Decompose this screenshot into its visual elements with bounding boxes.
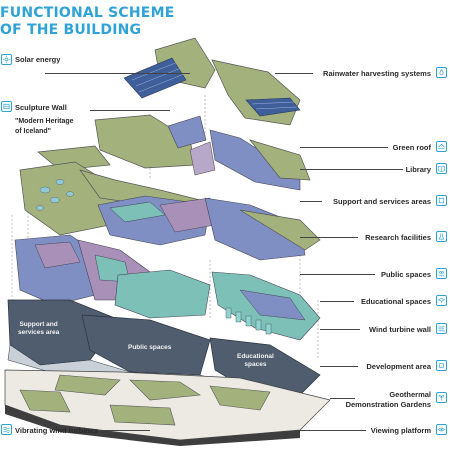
level-four xyxy=(14,234,321,341)
leader-development xyxy=(320,366,358,367)
roof-level-top xyxy=(123,37,301,126)
sculpture-note-line-1: "Modern Heritage xyxy=(15,118,74,125)
landscape-base xyxy=(4,369,331,446)
rainwater-icon xyxy=(436,67,447,78)
legend-library: Library xyxy=(405,165,431,174)
roof-level-green xyxy=(37,114,311,191)
sun-icon xyxy=(1,54,12,65)
legend-geothermal-line-1: Geothermal xyxy=(389,390,431,399)
plant-icon xyxy=(436,392,447,403)
leader-support xyxy=(300,201,322,202)
leader-green-roof xyxy=(300,147,388,148)
legend-public-spaces: Public spaces xyxy=(380,270,431,279)
leader-wind-wall xyxy=(320,329,360,330)
legend-wind-turbine-wall: Wind turbine wall xyxy=(368,325,431,334)
plan-label-educational-line-1: Educational xyxy=(237,353,274,360)
education-icon xyxy=(436,295,447,306)
sculpture-note-line-2: of Iceland" xyxy=(15,128,51,135)
legend-development-area: Development area xyxy=(366,362,431,371)
leader-geothermal xyxy=(330,398,355,399)
plan-label-support: Support and services area xyxy=(18,321,59,337)
leader-educational xyxy=(320,301,354,302)
wind-icon xyxy=(436,323,447,334)
leader-vibrating xyxy=(90,430,150,431)
leader-rainwater xyxy=(275,73,313,74)
leader-viewing xyxy=(300,430,366,431)
waves-icon xyxy=(1,424,12,435)
plan-label-educational: Educational spaces xyxy=(237,353,274,369)
leader-sculpture xyxy=(90,110,170,111)
legend-support-services: Support and services areas xyxy=(333,197,431,206)
sculpture-wall-icon xyxy=(1,101,12,112)
legend-research: Research facilities xyxy=(365,233,431,242)
plan-label-public: Public spaces xyxy=(128,344,172,351)
legend-viewing-platform: Viewing platform xyxy=(370,426,431,435)
page-title: FUNCTIONAL SCHEME OF THE BUILDING xyxy=(0,5,174,39)
legend-geothermal-line-2: Demonstration Gardens xyxy=(345,400,431,409)
level-three xyxy=(19,161,321,261)
leader-solar xyxy=(45,73,190,74)
legend-educational-spaces: Educational spaces xyxy=(360,297,431,306)
people-icon xyxy=(436,268,447,279)
legend-rainwater: Rainwater harvesting systems xyxy=(323,69,431,78)
plan-label-educational-line-2: spaces xyxy=(244,361,267,368)
leader-public xyxy=(300,274,375,275)
book-icon xyxy=(436,163,447,174)
leader-library xyxy=(300,169,403,170)
legend-sculpture-wall: Sculpture Wall xyxy=(15,103,67,112)
title-line-2: OF THE BUILDING xyxy=(0,22,142,38)
development-icon xyxy=(436,360,447,371)
flask-icon xyxy=(436,231,447,242)
eye-icon xyxy=(436,424,447,435)
title-line-1: FUNCTIONAL SCHEME xyxy=(0,5,175,21)
support-icon xyxy=(436,195,447,206)
legend-solar-energy: Solar energy xyxy=(15,55,61,64)
legend-vibrating-wind-turbines: Vibrating wind turbines xyxy=(15,426,99,435)
plan-label-support-line-2: services area xyxy=(18,329,60,336)
legend-green-roof: Green roof xyxy=(392,143,431,152)
leader-research xyxy=(300,237,358,238)
green-roof-icon xyxy=(436,141,447,152)
plan-label-support-line-1: Support and xyxy=(19,321,58,328)
